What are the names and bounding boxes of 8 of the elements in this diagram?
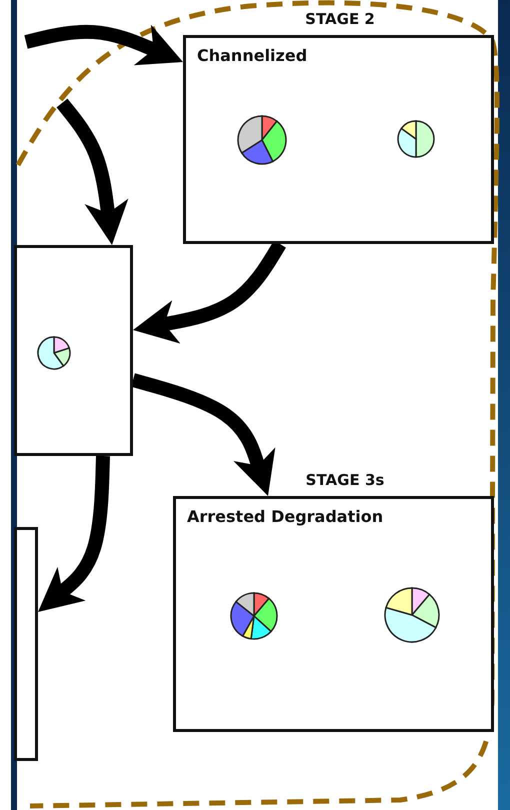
stage-heading: STAGE 3s: [306, 471, 384, 489]
curved-arrow: [24, 24, 183, 66]
box-title: Channelized: [197, 46, 308, 65]
box-title: Arrested Degradation: [187, 507, 384, 526]
stage-heading: STAGE 2: [305, 10, 375, 28]
curved-arrow: [38, 456, 110, 612]
curved-arrow: [56, 98, 128, 245]
curved-arrow: [131, 373, 276, 496]
